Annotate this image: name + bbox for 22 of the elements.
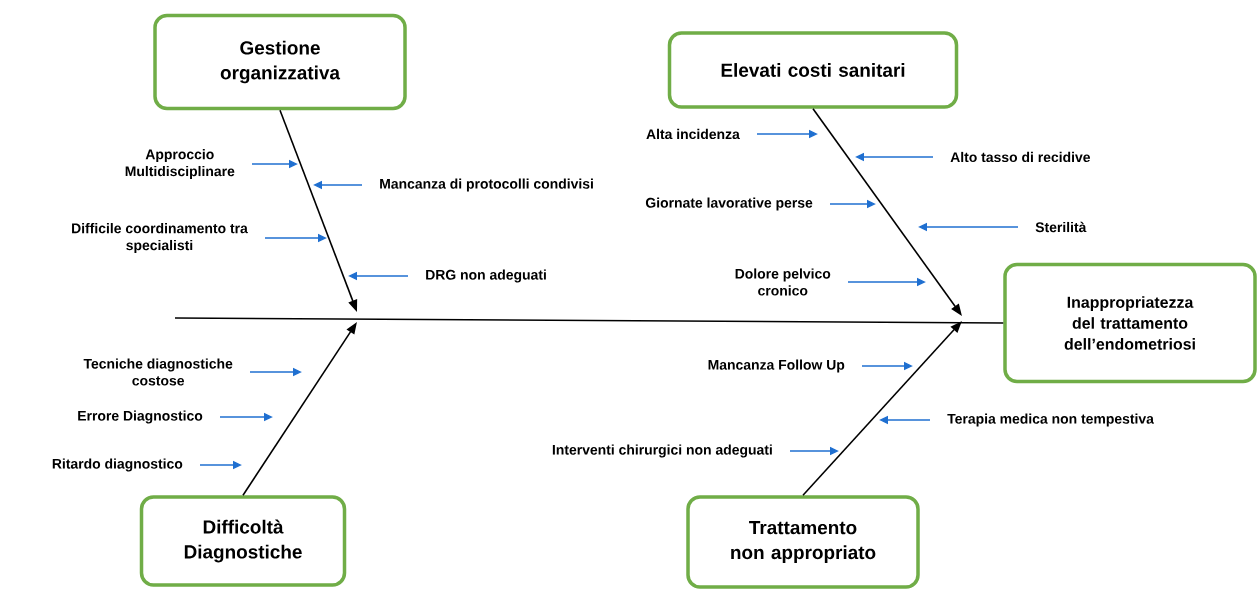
cause-label: Tecniche diagnostiche costose	[83, 358, 233, 386]
effect-box: Inappropriatezza del trattamento dell’endometriosi	[1003, 262, 1257, 384]
category-box: Trattamento non appropriato	[686, 495, 920, 589]
branch-arrow	[802, 321, 962, 497]
cause-label: Mancanza Follow Up	[708, 359, 845, 373]
cause-label: Dolore pelvico cronico	[735, 268, 831, 296]
category-box: Elevati costi sanitari	[667, 31, 959, 109]
cause-label: Mancanza di protocolli condivisi	[380, 178, 593, 192]
cause-label: Alta incidenza	[646, 128, 740, 140]
cause-label: Giornate lavorative perse	[645, 197, 813, 211]
cause-label: Interventi chirurgici non adeguati	[552, 444, 772, 458]
cause-label: Difficile coordinamento tra specialisti	[72, 223, 248, 253]
cause-label: Ritardo diagnostico	[52, 458, 183, 472]
cause-label: DRG non adeguati	[426, 269, 546, 283]
cause-label: Alto tasso di recidive	[950, 151, 1090, 163]
cause-label: Errore Diagnostico	[78, 410, 203, 424]
category-box: Difficoltà Diagnostiche	[139, 495, 347, 587]
spine-line	[174, 317, 1005, 324]
category-box: Gestione organizzativa	[153, 13, 407, 111]
cause-label: Approccio Multidisciplinare	[125, 149, 235, 179]
cause-label: Sterilità	[1035, 221, 1087, 233]
cause-label: Terapia medica non tempestiva	[947, 413, 1154, 427]
